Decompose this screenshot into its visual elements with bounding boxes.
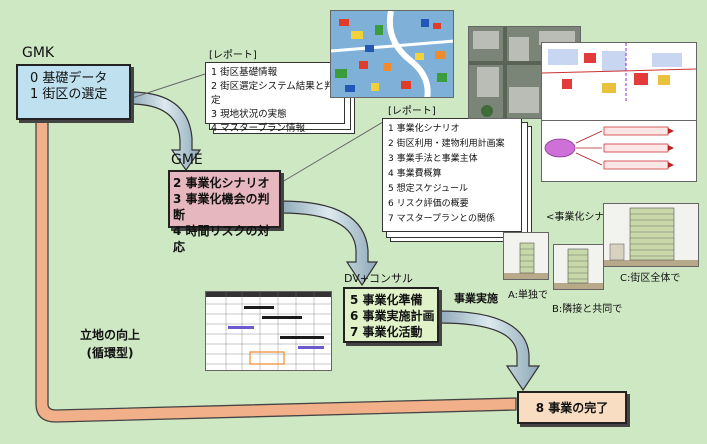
scenario-study-label: <事業化シナリオ検討> [546, 212, 653, 223]
report2-item-4: 5 想定スケジュール [388, 184, 468, 194]
gmk-to-gme-arrow [129, 91, 202, 172]
gmk-title: GMK [22, 45, 55, 61]
report1-item-1: 2 街区選定システム結果と判定 [211, 81, 334, 106]
case-b-label: B:隣接と共同で [552, 304, 623, 315]
dv-title: DV+コンサル [344, 272, 414, 285]
implementation-label: 事業実施 [454, 292, 498, 305]
report2-item-5: 6 リスク評価の概要 [388, 199, 469, 209]
report1-item-2: 3 現地状況の実態 [211, 109, 287, 120]
dv-item-2: 7 事業化活動 [350, 325, 423, 339]
gme-title: GME [171, 152, 203, 168]
report2-item-3: 4 事業費概算 [388, 169, 442, 179]
gmk-box: 0 基礎データ 1 街区の選定 [16, 64, 131, 120]
report1-title: [レポート] [209, 50, 257, 61]
report2-item-0: 1 事業化シナリオ [388, 124, 460, 134]
gme-item-1: 3 事業化機会の判断 [173, 192, 270, 222]
building-case-c-image [603, 203, 699, 267]
report2-item-6: 7 マスタープランとの関係 [388, 214, 495, 224]
building-case-b-image [553, 244, 604, 290]
schedule-table-image [205, 291, 332, 371]
dv-item-1: 6 事業実施計画 [350, 309, 435, 323]
report1-item-0: 1 街区基礎情報 [211, 67, 278, 78]
cycle-label: 立地の向上 (循環型) [80, 326, 140, 362]
district-map-image [330, 10, 454, 98]
dv-box: 5 事業化準備 6 事業実施計画 7 事業化活動 [343, 287, 439, 343]
building-case-a-image [503, 232, 549, 280]
case-a-label: A:単独で [508, 290, 549, 301]
gmk-item-0: 0 基礎データ [30, 71, 108, 86]
gme-to-dv-arrow [280, 200, 379, 287]
cycle-label-line2: (循環型) [86, 346, 134, 360]
gmk-item-1: 1 街区の選定 [30, 87, 108, 102]
report2-item-2: 3 事業手法と事業主体 [388, 154, 478, 164]
dv-item-0: 5 事業化準備 [350, 293, 423, 307]
dv-to-end-arrow [438, 310, 541, 392]
end-box: 8 事業の完了 [517, 391, 627, 424]
gme-item-2: 4 時間リスクの対応 [173, 224, 270, 254]
gme-box: 2 事業化シナリオ 3 事業化機会の判断 4 時間リスクの対応 [168, 170, 281, 254]
report2-stack: 1 事業化シナリオ 2 街区利用・建物利用計画案 3 事業手法と事業主体 4 事… [382, 118, 532, 243]
connector-gmk-report [131, 73, 206, 99]
connector-gme-report [281, 121, 384, 183]
report2-title: [レポート] [388, 106, 436, 117]
cycle-label-line1: 立地の向上 [80, 328, 141, 342]
case-c-label: C:街区全体で [620, 273, 681, 284]
report2-item-1: 2 街区利用・建物利用計画案 [388, 139, 505, 149]
end-label: 8 事業の完了 [535, 400, 609, 415]
report1-item-3: 4 マスタープラン情報 [211, 123, 305, 134]
scenario-flow-diagram-image [541, 120, 697, 182]
gme-item-0: 2 事業化シナリオ [173, 176, 270, 190]
